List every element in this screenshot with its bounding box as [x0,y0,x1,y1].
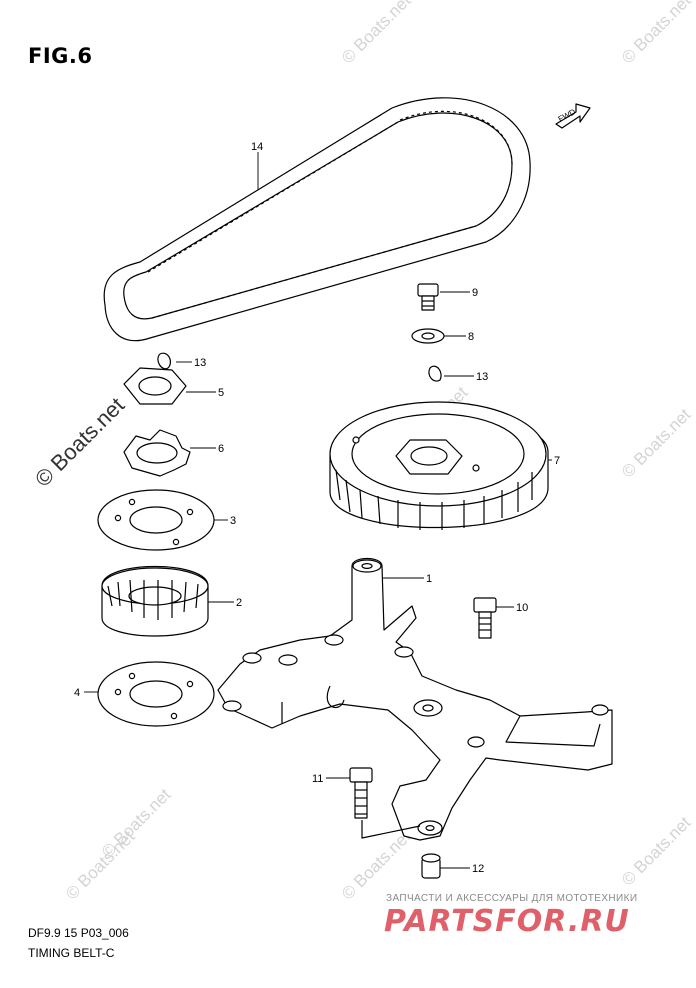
callout-label: 13 [194,357,206,369]
shop-tagline: ЗАПЧАСТИ И АКСЕССУАРЫ ДЛЯ МОТОТЕХНИКИ [386,893,638,904]
callout-label: 3 [230,515,236,527]
callout-label: 8 [468,331,474,343]
callout-label: 13 [476,371,488,383]
callout-label: 6 [218,443,224,455]
figure-code: DF9.9 15 P03_006 [28,926,129,940]
key-part-13-right [428,365,442,382]
nut-part-5 [123,367,187,405]
flange-plate-part-3 [97,489,215,551]
callout-label: 9 [472,287,478,299]
figure-caption: TIMING BELT-C [28,946,115,960]
callout-label: 7 [554,455,560,467]
flange-plate-part-4 [97,661,215,727]
callout-label: 10 [516,602,528,614]
callout-label: 12 [472,863,484,875]
key-part-13-left [157,352,172,370]
callout-label: 1 [426,573,432,585]
callout-label: 11 [312,773,323,785]
bolt-part-11 [349,767,421,839]
lock-washer-part-6 [123,429,191,477]
callout-label: 14 [251,141,263,153]
timing-belt [103,97,531,342]
bracket-part-1 [217,557,613,841]
callout-label: 4 [74,687,80,699]
bolt-part-10 [473,597,497,639]
sprocket-part-2 [101,566,209,637]
figure-title: FIG.6 [28,44,93,68]
shop-brand-logo: PARTSFOR.RU [384,904,630,939]
bolt-part-9 [417,283,439,311]
washer-part-8 [411,328,445,344]
dowel-pin-part-12 [421,853,441,879]
camshaft-pulley-part-7 [329,401,549,530]
forward-arrow-icon: FWD [555,103,591,129]
callout-label: 5 [218,387,224,399]
callout-label: 2 [236,597,242,609]
